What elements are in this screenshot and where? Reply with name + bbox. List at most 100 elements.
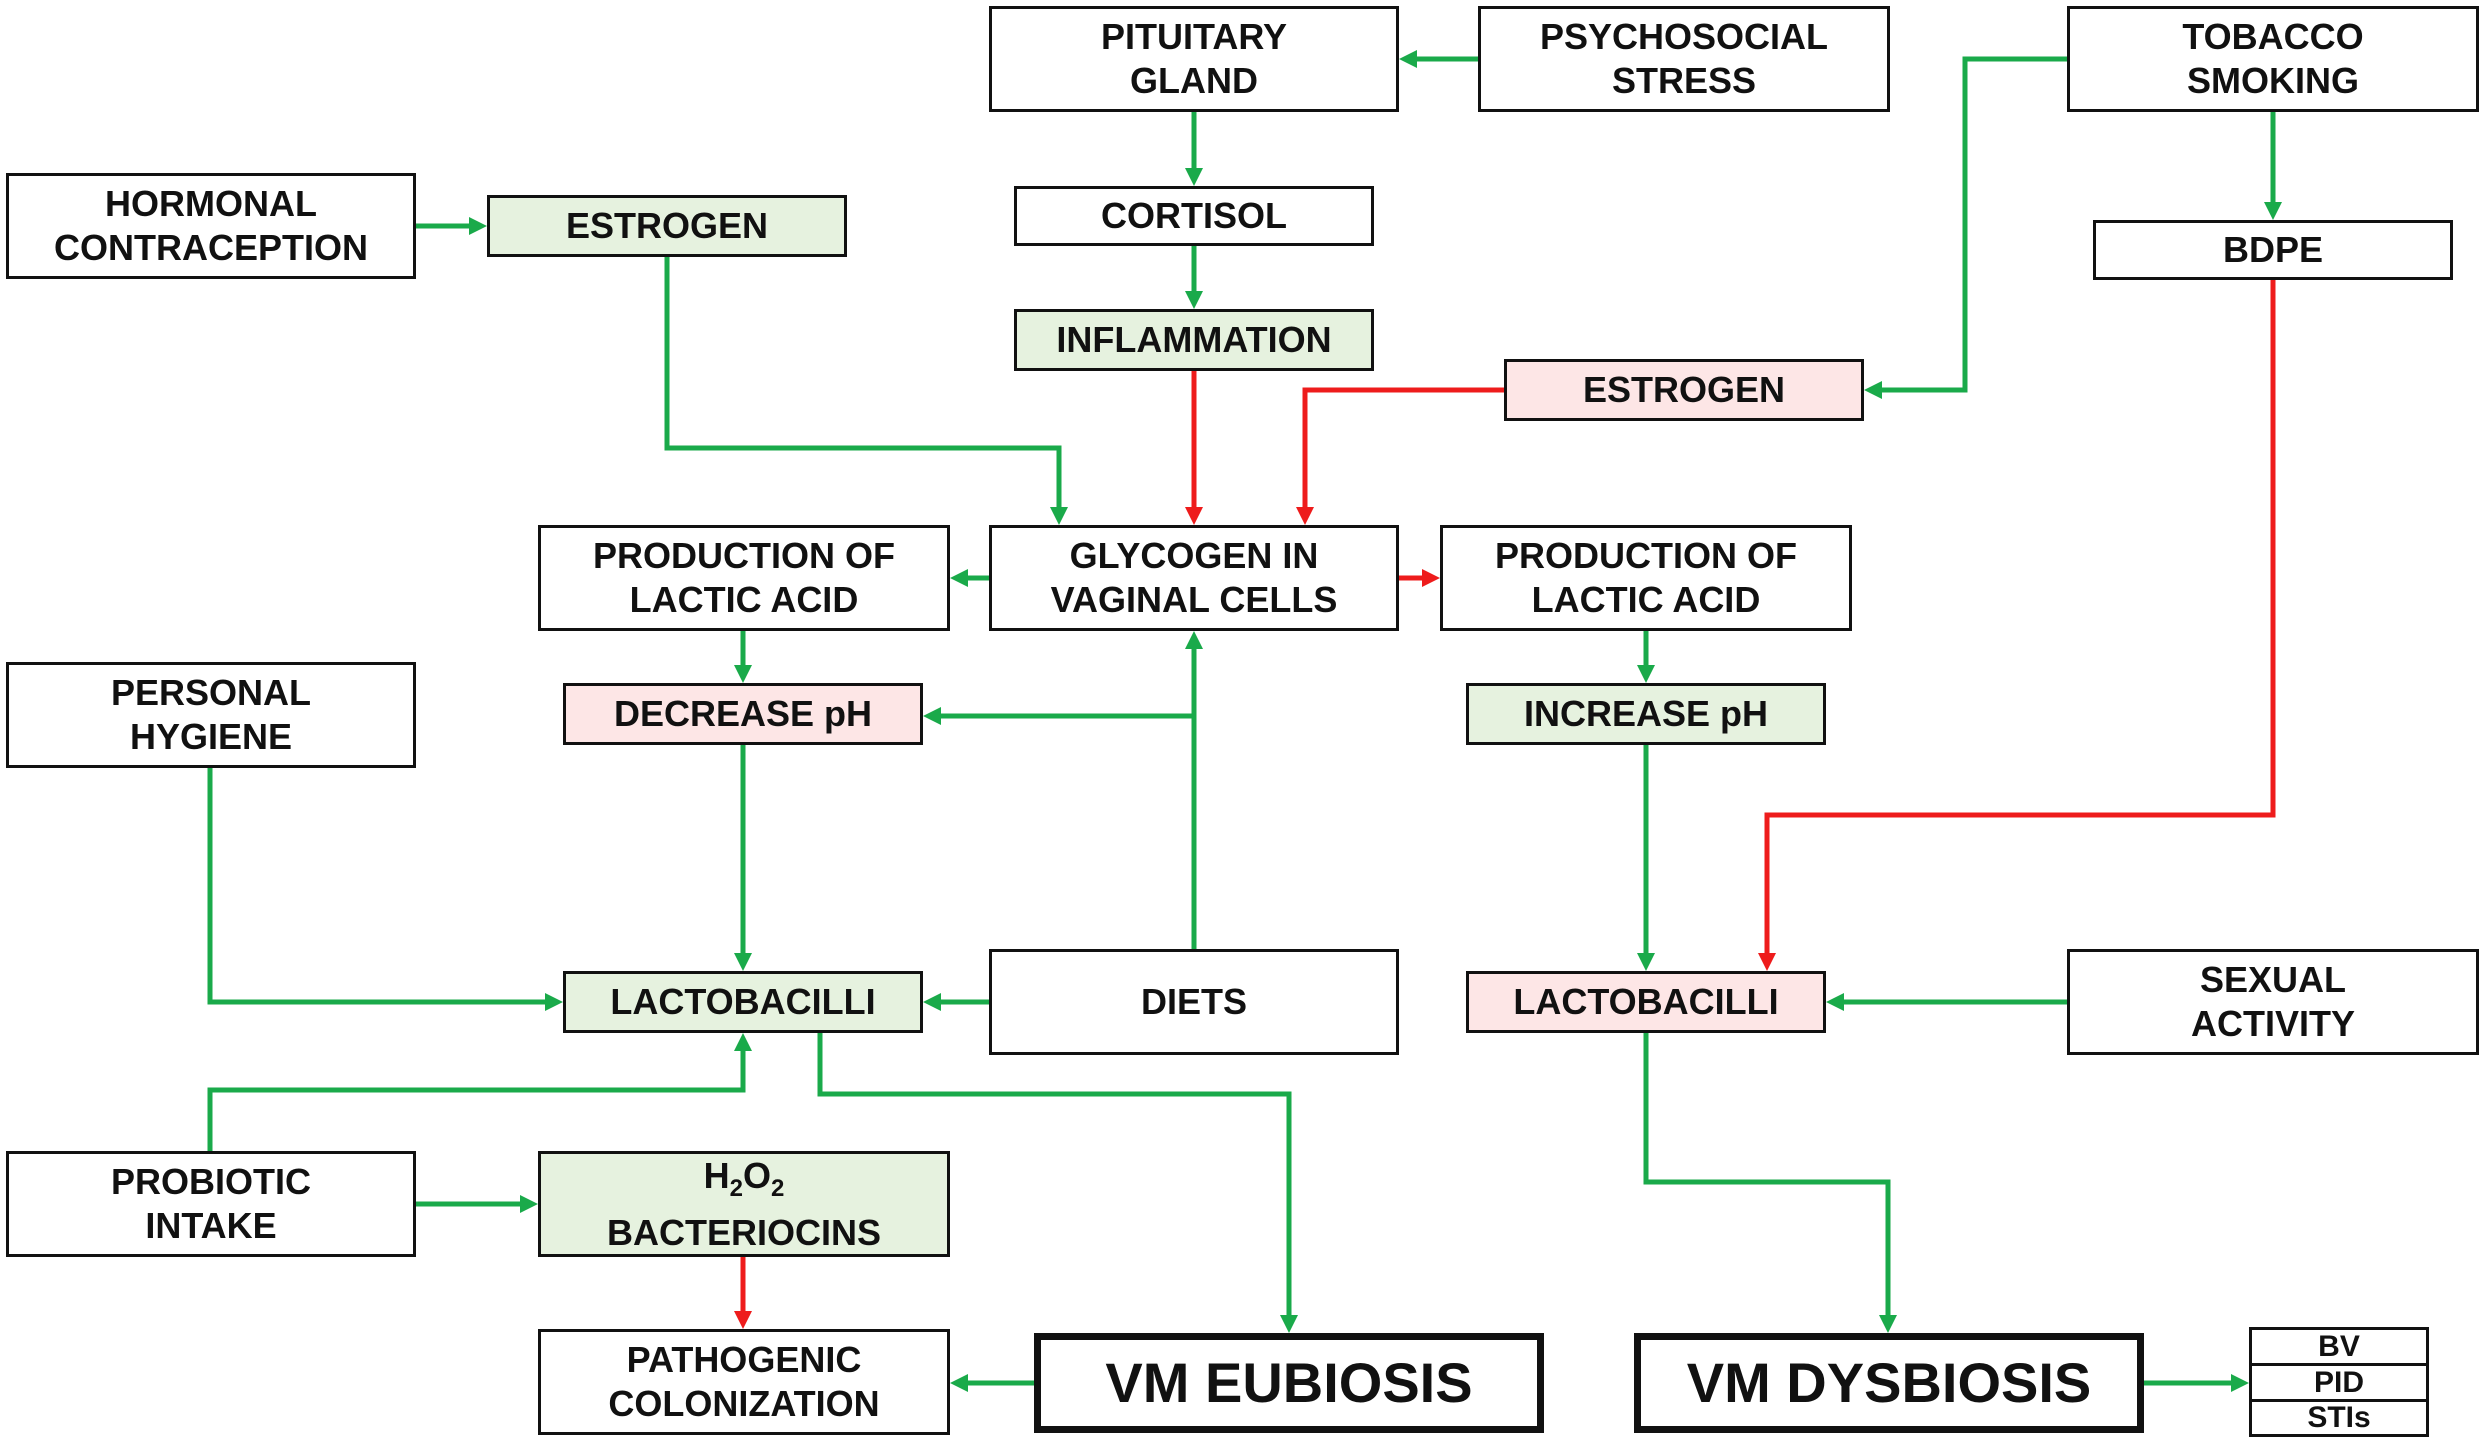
estrogen-inhibits-glycogen-line — [1302, 387, 1504, 507]
lactic-right-to-increase-arrowhead — [1637, 665, 1655, 683]
hormonal-contraception-node: HORMONAL CONTRACEPTION — [6, 173, 416, 279]
dysbiosis-to-outcomes-arrowhead — [2231, 1374, 2249, 1392]
lacto-right-to-dysbiosis-arrowhead — [1879, 1315, 1897, 1333]
hygiene-to-lacto-arrowhead — [545, 993, 563, 1011]
bdpe-to-lacto-right-arrow — [1758, 280, 2276, 971]
node-line: BDPE — [2222, 229, 2324, 270]
diets-to-lacto-arrowhead — [923, 993, 941, 1011]
node-line: ESTROGEN — [565, 205, 769, 246]
probiotic-to-lacto-line — [207, 1051, 746, 1151]
psychosocial-stress-node: PSYCHOSOCIAL STRESS — [1478, 6, 1890, 112]
pituitary-to-cortisol-arrowhead — [1185, 168, 1203, 186]
cortisol-to-inflammation-arrowhead — [1185, 291, 1203, 309]
probiotic-to-lacto-arrow — [207, 1033, 752, 1151]
node-line: TOBACCO — [2182, 16, 2364, 57]
node-line: SEXUAL — [2199, 959, 2347, 1000]
diets-to-lacto-arrow — [923, 993, 989, 1011]
lacto-to-eubiosis-arrowhead — [1280, 1315, 1298, 1333]
node-line: GLAND — [1130, 60, 1258, 101]
cortisol-node: CORTISOL — [1014, 186, 1374, 246]
glycogen-to-lactic-left-arrow — [950, 569, 989, 587]
estrogen-left-node: ESTROGEN — [487, 195, 847, 257]
estrogen-inhibits-glycogen-arrowhead — [1296, 507, 1314, 525]
cortisol-to-inflammation-arrow — [1185, 246, 1203, 309]
probiotic-to-lacto-arrowhead — [734, 1033, 752, 1051]
outcome-bv: BV — [2249, 1327, 2429, 1366]
node-line: VM DYSBIOSIS — [1686, 1351, 2092, 1414]
probiotic-to-h2o2-arrow — [416, 1195, 538, 1213]
inflammation-node: INFLAMMATION — [1014, 309, 1374, 371]
eubiosis-to-pathogenic-arrowhead — [950, 1374, 968, 1392]
inflammation-to-glycogen-arrow — [1185, 371, 1203, 525]
bdpe-node: BDPE — [2093, 220, 2453, 280]
decrease-to-lacto-arrow — [734, 745, 752, 971]
node-line: GLYCOGEN IN — [1069, 535, 1319, 576]
h2o2-formula: H2O2 — [703, 1154, 785, 1202]
tobacco-smoking-node: TOBACCO SMOKING — [2067, 6, 2479, 112]
h2o2-to-pathogenic-arrow — [734, 1257, 752, 1329]
probiotic-to-h2o2-arrowhead — [520, 1195, 538, 1213]
eubiosis-to-pathogenic-arrow — [950, 1374, 1034, 1392]
diets-to-glycogen-arrowhead — [1185, 631, 1203, 649]
node-line: PRODUCTION OF — [593, 535, 895, 576]
node-line: PITUITARY — [1101, 16, 1287, 57]
lacto-to-eubiosis-arrow — [817, 1033, 1298, 1333]
personal-hygiene-node: PERSONAL HYGIENE — [6, 662, 416, 768]
lactic-left-to-decrease-arrowhead — [734, 665, 752, 683]
pituitary-to-cortisol-arrow — [1185, 112, 1203, 186]
dysbiosis-to-outcomes-arrow — [2144, 1374, 2249, 1392]
hygiene-to-lacto-arrow — [207, 768, 563, 1011]
node-line: HYGIENE — [129, 716, 293, 757]
glycogen-to-lactic-right-arrowhead — [1422, 569, 1440, 587]
lacto-to-eubiosis-line — [817, 1033, 1292, 1315]
estrogen-to-glycogen-arrowhead — [1050, 507, 1068, 525]
estrogen-to-glycogen-arrow — [664, 257, 1068, 525]
lactic-right-to-increase-arrow — [1637, 631, 1655, 683]
inflammation-to-glycogen-arrowhead — [1185, 507, 1203, 525]
diets-node: DIETS — [989, 949, 1399, 1055]
node-line: DECREASE pH — [613, 693, 873, 734]
sexual-activity-node: SEXUAL ACTIVITY — [2067, 949, 2479, 1055]
lactic-left-to-decrease-arrow — [734, 631, 752, 683]
tobacco-to-estrogen-arrowhead — [1864, 381, 1882, 399]
tobacco-to-estrogen-line — [1882, 56, 2067, 393]
sexual-to-lacto-right-arrow — [1826, 993, 2067, 1011]
hormonal-to-estrogen-arrowhead — [469, 217, 487, 235]
node-line: PRODUCTION OF — [1495, 535, 1797, 576]
diets-to-decrease-arrowhead — [923, 707, 941, 725]
node-line: LACTIC ACID — [1531, 579, 1761, 620]
node-line: COLONIZATION — [608, 1383, 880, 1424]
estrogen-right-node: ESTROGEN — [1504, 359, 1864, 421]
stress-to-pituitary-arrowhead — [1399, 50, 1417, 68]
hygiene-to-lacto-line — [207, 768, 545, 1005]
lacto-right-to-dysbiosis-line — [1643, 1033, 1891, 1315]
bdpe-to-lacto-right-arrowhead — [1758, 953, 1776, 971]
vm-eubiosis-node: VM EUBIOSIS — [1034, 1333, 1544, 1433]
node-line: PERSONAL — [110, 672, 312, 713]
node-line: DIETS — [1140, 981, 1247, 1022]
h2o2-bacteriocins-node: H2O2 BACTERIOCINS — [538, 1151, 950, 1257]
node-line: ACTIVITY — [2190, 1003, 2355, 1044]
node-line: BACTERIOCINS — [606, 1211, 881, 1253]
outcome-pid: PID — [2249, 1363, 2429, 1402]
node-line: INCREASE pH — [1523, 693, 1769, 734]
stress-to-pituitary-arrow — [1399, 50, 1478, 68]
diets-to-decrease-arrow — [923, 707, 1194, 725]
estrogen-to-glycogen-line — [664, 257, 1062, 507]
vm-dysbiosis-node: VM DYSBIOSIS — [1634, 1333, 2144, 1433]
increase-to-lacto-arrowhead — [1637, 953, 1655, 971]
node-line: INFLAMMATION — [1056, 319, 1332, 360]
lactobacilli-right-node: LACTOBACILLI — [1466, 971, 1826, 1033]
decrease-ph-node: DECREASE pH — [563, 683, 923, 745]
decrease-to-lacto-arrowhead — [734, 953, 752, 971]
increase-to-lacto-arrow — [1637, 745, 1655, 971]
node-line: LACTOBACILLI — [610, 981, 876, 1022]
lacto-right-to-dysbiosis-arrow — [1643, 1033, 1897, 1333]
pathogenic-colonization-node: PATHOGENIC COLONIZATION — [538, 1329, 950, 1435]
node-line: PSYCHOSOCIAL — [1539, 16, 1829, 57]
tobacco-to-estrogen-arrow — [1864, 56, 2067, 399]
sexual-to-lacto-right-arrowhead — [1826, 993, 1844, 1011]
hormonal-to-estrogen-arrow — [416, 217, 487, 235]
